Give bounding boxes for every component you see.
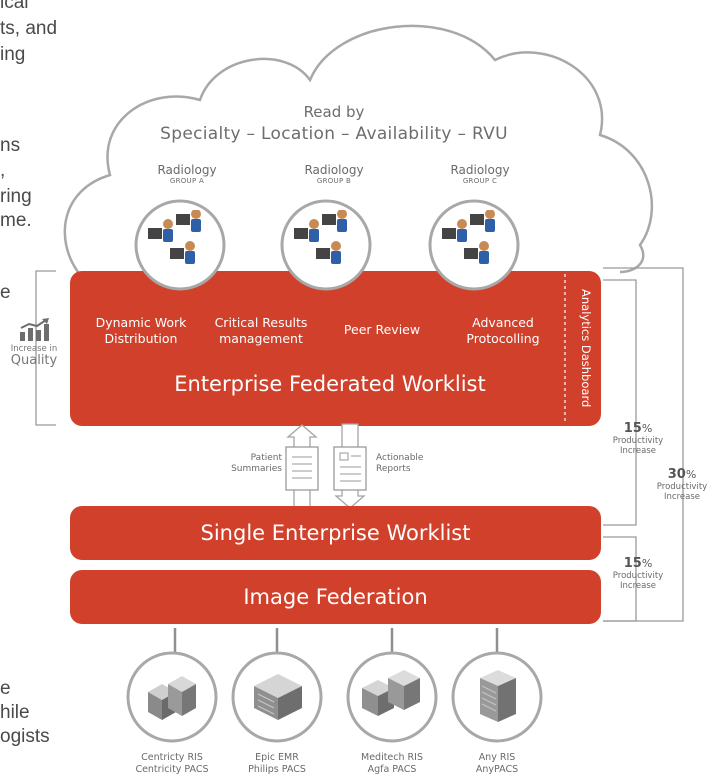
system-label-meditech: Meditech RIS Agfa PACS [337, 752, 447, 776]
medical-center-icon [362, 670, 420, 716]
group-label-c: Radiology GROUP C [420, 163, 540, 186]
quality-line1: Increase in [10, 344, 58, 354]
quality-bracket [35, 270, 56, 426]
left-text-fragment: me. [0, 210, 32, 231]
pct-number: 15 [623, 556, 642, 571]
feature-advanced-protocolling: Advanced Protocolling [438, 315, 568, 347]
left-text-fragment: e [0, 678, 11, 699]
group-name: Radiology [157, 163, 217, 177]
feature-line: management [219, 331, 303, 346]
feature-line: Advanced [472, 315, 534, 330]
left-text-fragment: ical [0, 0, 29, 13]
pct-label: Productivity [612, 571, 664, 581]
quality-label: Increase in Quality [4, 344, 64, 368]
pct-label: Increase [620, 581, 656, 591]
pct-label: Productivity [656, 482, 708, 492]
feature-line: Critical Results [214, 315, 308, 330]
radiologist-group-a-icon [148, 210, 201, 264]
pct-label: Increase [620, 446, 656, 456]
system-label-epic: Epic EMR Philips PACS [222, 752, 332, 776]
feature-peer-review: Peer Review [317, 322, 447, 338]
productivity-total: 30% Productivity Increase [647, 467, 717, 502]
pct-value: 15% [598, 421, 678, 436]
quality-line2: Quality [10, 353, 58, 368]
left-text-fragment: , [0, 160, 6, 181]
feature-line: Protocolling [466, 331, 540, 346]
system-line: Meditech RIS [361, 752, 423, 763]
actionable-reports-label: Actionable Reports [376, 453, 446, 475]
enterprise-federated-worklist-title: Enterprise Federated Worklist [174, 372, 486, 396]
feature-critical-results: Critical Results management [196, 315, 326, 347]
image-federation-title: Image Federation [243, 585, 428, 609]
image-federation-panel [70, 570, 601, 624]
pct-label: Increase [664, 492, 700, 502]
bracket-bottom [603, 536, 637, 622]
pct-label: Productivity [612, 436, 664, 446]
productivity-bottom: 15% Productivity Increase [598, 556, 678, 591]
left-text-fragment: e [0, 282, 11, 303]
feature-line: Peer Review [343, 322, 421, 337]
system-label-centricity: Centricty RIS Centricity PACS [117, 752, 227, 776]
system-connectors [173, 628, 499, 655]
group-label-b: Radiology GROUP B [274, 163, 394, 186]
transfer-arrows [285, 423, 367, 510]
label-line: Patient [250, 453, 282, 463]
chart-up-icon [20, 318, 49, 341]
feature-dynamic-work-distribution: Dynamic Work Distribution [76, 315, 206, 347]
system-line: Any RIS [478, 752, 516, 763]
radiologist-group-b-icon [294, 210, 347, 264]
feature-line: Distribution [104, 331, 178, 346]
single-enterprise-worklist-panel [70, 506, 601, 560]
group-sub: GROUP B [316, 177, 352, 185]
left-text-fragment: ring [0, 186, 32, 207]
left-text-fragment: ing [0, 44, 26, 65]
cloud-outline [63, 24, 654, 274]
pct-value: 15% [598, 556, 678, 571]
bracket-top [603, 279, 637, 526]
enterprise-federated-worklist-panel [70, 271, 601, 426]
hospital-campus-icon [148, 676, 196, 720]
group-name: Radiology [304, 163, 364, 177]
bracket-large [603, 267, 684, 622]
pct-number: 30 [667, 467, 686, 482]
office-tower-icon [480, 670, 516, 722]
group-sub: GROUP C [462, 177, 498, 185]
patient-summaries-label: Patient Summaries [222, 453, 282, 475]
productivity-top: 15% Productivity Increase [598, 421, 678, 456]
system-line: AnyPACS [475, 764, 519, 775]
hospital-building-icon [254, 674, 302, 720]
left-text-fragment: ns [0, 135, 21, 156]
cloud-title-line2: Specialty – Location – Availability – RV… [160, 124, 508, 144]
left-text-fragment: ogists [0, 726, 50, 747]
system-label-any: Any RIS AnyPACS [442, 752, 552, 776]
radiology-team-icon [134, 199, 520, 291]
system-line: Epic EMR [255, 752, 299, 763]
report-icon [333, 446, 367, 491]
pct-number: 15 [623, 421, 642, 436]
pct-value: 30% [647, 467, 717, 482]
system-line: Centricty RIS [141, 752, 203, 763]
label-line: Summaries [231, 464, 282, 474]
system-line: Centricity PACS [135, 764, 209, 775]
group-sub: GROUP A [169, 177, 205, 185]
feature-line: Dynamic Work [95, 315, 187, 330]
single-enterprise-worklist-title: Single Enterprise Worklist [200, 521, 471, 545]
document-icon [285, 446, 319, 491]
radiologist-group-c-icon [442, 210, 495, 264]
left-text-fragment: hile [0, 702, 30, 723]
left-text-fragment: ts, and [0, 18, 58, 39]
cloud-title-line1: Read by [303, 103, 365, 121]
pct-unit: % [685, 468, 697, 481]
label-line: Reports [376, 464, 411, 474]
group-label-a: Radiology GROUP A [127, 163, 247, 186]
system-line: Philips PACS [248, 764, 306, 775]
pct-unit: % [641, 557, 653, 570]
pct-unit: % [641, 422, 653, 435]
label-line: Actionable [376, 453, 424, 463]
group-name: Radiology [450, 163, 510, 177]
system-line: Agfa PACS [367, 764, 417, 775]
